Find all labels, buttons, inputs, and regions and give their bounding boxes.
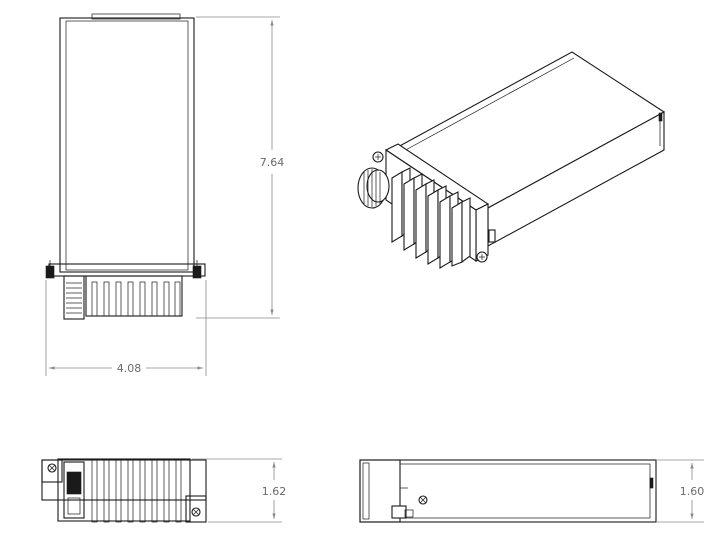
iso-screws xyxy=(372,151,496,263)
side-view-height-dimension: 1.60 xyxy=(656,459,705,523)
height-dimension: 7.64 xyxy=(196,16,285,319)
iso-knob xyxy=(357,167,390,209)
end-view-height-dimension: 1.62 xyxy=(192,458,287,523)
isometric-view xyxy=(357,51,666,269)
iso-heatsink-fins xyxy=(391,167,471,269)
knob-knurl xyxy=(66,282,82,314)
side-view: 1.60 xyxy=(359,459,705,523)
heatsink-fins xyxy=(91,281,181,317)
height-dimension-label: 7.64 xyxy=(260,156,285,169)
side-view-height-label: 1.60 xyxy=(680,485,705,498)
width-dimension-label: 4.08 xyxy=(117,362,142,375)
end-view-height-label: 1.62 xyxy=(262,485,287,498)
end-view-fins xyxy=(91,459,182,523)
front-view: 7.64 4.08 xyxy=(45,13,285,376)
width-dimension: 4.08 xyxy=(45,280,207,376)
end-view: 1.62 xyxy=(41,458,287,523)
